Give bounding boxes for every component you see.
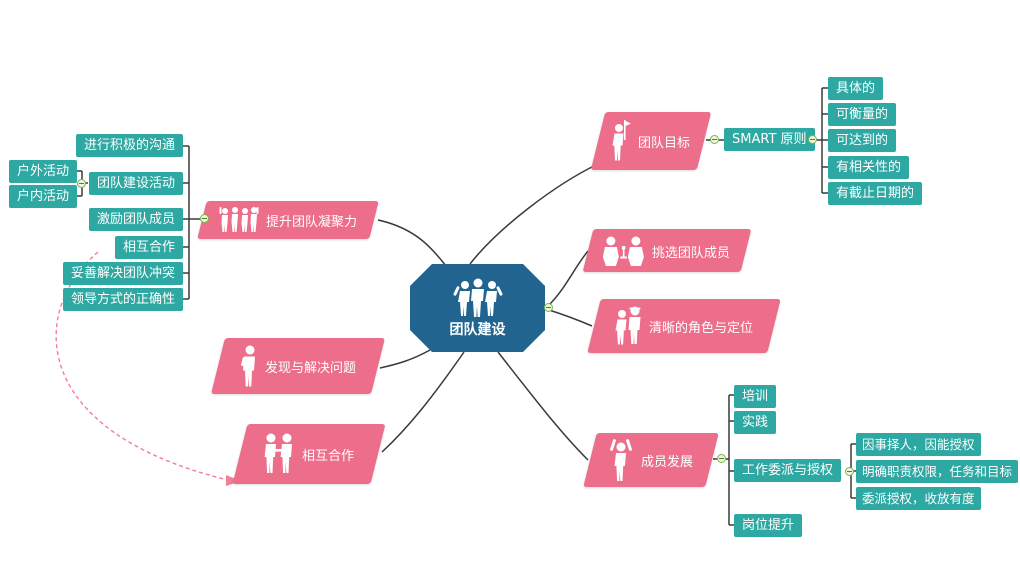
flag-person-icon [612, 120, 632, 161]
item-node-indoor-activity[interactable]: 户内活动 [8, 185, 77, 208]
branch-node-problem-solving[interactable]: 发现与解决问题 [211, 338, 385, 394]
branch-node-cooperation[interactable]: 相互合作 [232, 424, 386, 484]
branch-label-cohesion: 提升团队凝聚力 [265, 214, 357, 230]
item-node-achievable[interactable]: 可达到的 [828, 129, 897, 152]
item-node-communication[interactable]: 进行积极的沟通 [75, 134, 183, 157]
root-node-team-building[interactable]: 团队建设 [410, 264, 545, 352]
two-people-icon [615, 306, 641, 345]
collapse-toggle-smart[interactable] [808, 135, 817, 144]
item-node-motivate-members[interactable]: 激励团队成员 [88, 208, 183, 231]
branch-label-role-positioning: 清晰的角色与定位 [649, 320, 754, 336]
item-node-practice[interactable]: 实践 [734, 411, 777, 434]
item-node-choose-by-task[interactable]: 因事择人，因能授权 [856, 433, 981, 456]
branch-node-goal[interactable]: 团队目标 [590, 112, 712, 170]
item-node-specific[interactable]: 具体的 [828, 77, 884, 100]
item-node-position-promotion[interactable]: 岗位提升 [734, 514, 803, 537]
handshake-people-icon [265, 433, 293, 473]
root-label: 团队建设 [449, 321, 506, 338]
item-node-team-activities[interactable]: 团队建设活动 [88, 172, 183, 195]
item-node-training[interactable]: 培训 [734, 385, 777, 408]
branch-node-member-development[interactable]: 成员发展 [583, 433, 719, 487]
branch-label-select-members: 挑选团队成员 [652, 245, 731, 260]
branch-label-cooperation: 相互合作 [302, 448, 355, 464]
branch-node-role-positioning[interactable]: 清晰的角色与定位 [587, 299, 781, 353]
branch-node-cohesion[interactable]: 提升团队凝聚力 [197, 201, 379, 239]
item-node-clarify-duties[interactable]: 明确职责权限，任务和目标 [856, 460, 1019, 483]
item-node-measurable[interactable]: 可衡量的 [828, 103, 897, 126]
item-node-time-bound[interactable]: 有截止日期的 [828, 182, 923, 205]
branch-label-member-development: 成员发展 [641, 454, 694, 470]
branch-node-select-members[interactable]: 挑选团队成员 [582, 229, 752, 272]
people-table-icon [603, 236, 645, 266]
item-node-outdoor-activity[interactable]: 户外活动 [8, 160, 77, 183]
item-node-relevant[interactable]: 有相关性的 [828, 156, 910, 179]
branch-label-problem-solving: 发现与解决问题 [264, 360, 356, 376]
item-node-resolve-conflict[interactable]: 妥善解决团队冲突 [62, 262, 183, 285]
item-node-mutual-cooperation[interactable]: 相互合作 [114, 236, 183, 259]
item-node-delegate-with-control[interactable]: 委派授权，收放有度 [856, 487, 981, 510]
item-node-delegation-authorization[interactable]: 工作委派与授权 [734, 459, 842, 482]
item-node-smart-principle[interactable]: SMART 原则 [724, 128, 815, 151]
collapse-toggle-cohesion[interactable] [200, 214, 209, 223]
item-node-leadership-style[interactable]: 领导方式的正确性 [62, 288, 183, 311]
team-group-icon [452, 278, 504, 318]
collapse-toggle-goal[interactable] [710, 135, 719, 144]
collapse-toggle-activities[interactable] [77, 179, 86, 188]
collapse-toggle-root[interactable] [544, 303, 553, 312]
jumping-team-icon [219, 207, 259, 232]
collapse-toggle-development[interactable] [717, 454, 726, 463]
collapse-toggle-delegation[interactable] [845, 467, 854, 476]
arms-up-person-icon [610, 439, 633, 481]
thinking-person-icon [241, 345, 255, 387]
branch-label-goal: 团队目标 [638, 135, 691, 151]
